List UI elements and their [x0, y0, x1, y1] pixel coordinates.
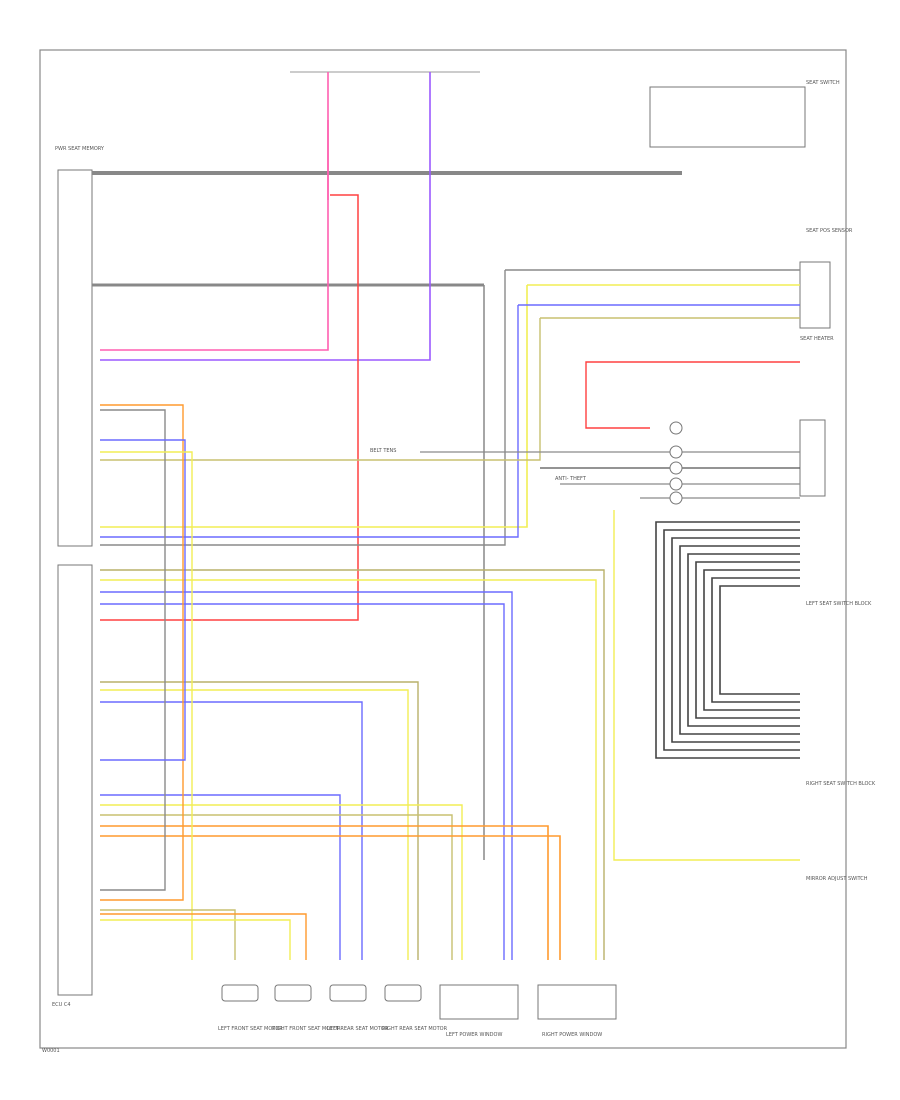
wire-olive-1 — [100, 569, 605, 960]
label-box2: RIGHT POWER WINDOW — [542, 1032, 602, 1038]
motor-2 — [274, 984, 312, 1002]
wire-orange-2 — [100, 835, 561, 960]
wire-yellow-2 — [100, 579, 597, 960]
label-motor4: RIGHT REAR SEAT MOTOR — [382, 1026, 448, 1032]
right-sensor-box — [799, 261, 831, 329]
diagram-frame — [39, 49, 847, 1049]
wire-olive-2 — [100, 681, 419, 960]
label-belt: BELT TENS — [370, 448, 396, 454]
label-footer: W0001 — [42, 1048, 60, 1054]
left-module-bottom — [57, 564, 93, 996]
wire-yellow-3 — [100, 689, 409, 960]
wire-khaki-3 — [100, 814, 453, 960]
wire-blue-2 — [100, 591, 513, 960]
wire-gray-1 — [100, 270, 506, 546]
box-2 — [537, 984, 617, 1020]
label-box1: LEFT POWER WINDOW — [446, 1032, 502, 1038]
switch-bundle — [655, 521, 800, 759]
label-antitheft: ANTI- THEFT — [555, 476, 587, 482]
wire-pink — [100, 120, 329, 351]
wire-blue-3 — [100, 603, 505, 960]
label-module-bottom: ECU C4 — [52, 1002, 71, 1008]
wire-orange-3 — [100, 404, 184, 901]
motor-1 — [221, 984, 259, 1002]
wire-orange-1 — [100, 825, 549, 960]
label-comp3: MIRROR ADJUST SWITCH — [806, 876, 868, 882]
label-motor1: LEFT FRONT SEAT MOTOR — [218, 1026, 283, 1032]
wire-yellow-5 — [100, 451, 193, 960]
wire-motor-1 — [100, 909, 236, 960]
wire-motor-3 — [100, 913, 307, 960]
wire-blue-1b — [100, 305, 519, 538]
wire-red-2 — [585, 361, 800, 429]
label-motor2: RIGHT FRONT SEAT MOTOR — [272, 1026, 341, 1032]
wire-yellow-1b — [100, 285, 528, 528]
motor-4 — [384, 984, 422, 1002]
wire-red — [100, 194, 359, 621]
left-module-top — [57, 169, 93, 547]
right-switch-box — [799, 419, 826, 497]
label-switch: SEAT SWITCH — [806, 80, 840, 86]
wire-blue-4 — [100, 701, 363, 960]
label-comp1: LEFT SEAT SWITCH BLOCK — [806, 601, 872, 607]
motor-3 — [329, 984, 367, 1002]
motor-group — [221, 984, 617, 1020]
wire-violet — [100, 120, 431, 361]
label-module-top: PWR SEAT MEMORY — [55, 146, 105, 152]
wire-khaki-2 — [613, 510, 800, 861]
wire-khaki-1b — [100, 318, 541, 461]
wire-yellow-4 — [100, 804, 463, 960]
label-motor3: LEFT REAR SEAT MOTOR — [327, 1026, 389, 1032]
wire-motor-2 — [100, 919, 291, 960]
wire-blue-5 — [100, 794, 341, 960]
label-heater: SEAT HEATER — [800, 336, 834, 342]
box-1 — [439, 984, 519, 1020]
wire-blue-6 — [100, 439, 186, 761]
label-comp2: RIGHT SEAT SWITCH BLOCK — [806, 781, 876, 787]
connector-circles — [669, 421, 683, 505]
right-top-box — [649, 86, 806, 148]
label-sensor: SEAT POS SENSOR — [806, 228, 853, 234]
wire-gray-2 — [100, 409, 166, 891]
